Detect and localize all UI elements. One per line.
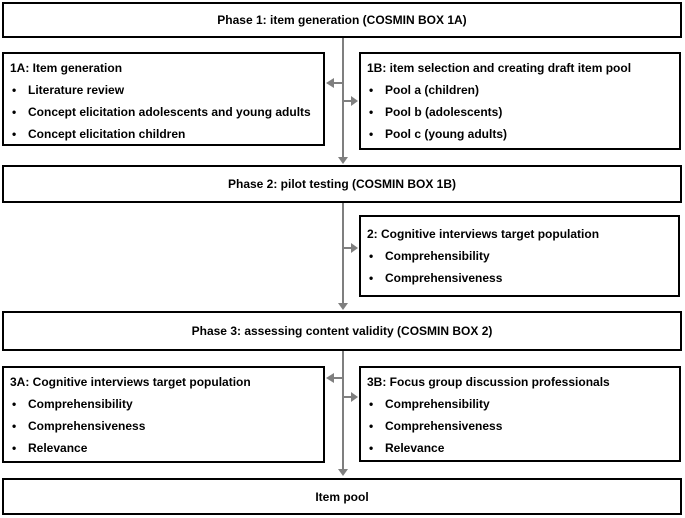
arrow-into-box-3a — [326, 373, 343, 383]
bullet-text: Relevance — [385, 441, 445, 455]
box-1a-title: 1A: Item generation — [10, 61, 123, 75]
list-item: • Comprehensibility — [367, 249, 670, 264]
bullet-text: Comprehensibility — [385, 249, 490, 263]
bullet-icon: • — [12, 441, 17, 455]
phase2-label: Phase 2: pilot testing (COSMIN BOX 1B) — [227, 177, 457, 191]
bullet-text: Pool c (young adults) — [385, 127, 507, 141]
bullet-icon: • — [12, 397, 17, 411]
bullet-icon: • — [12, 83, 17, 97]
list-item: • Pool b (adolescents) — [367, 105, 671, 120]
bullet-icon: • — [369, 419, 374, 433]
bullet-icon: • — [369, 83, 374, 97]
bullet-text: Concept elicitation adolescents and youn… — [28, 105, 311, 119]
bullet-text: Comprehensiveness — [385, 271, 503, 285]
phase1-label: Phase 1: item generation (COSMIN BOX 1A) — [217, 13, 467, 27]
bullet-icon: • — [12, 419, 17, 433]
list-item: • Relevance — [10, 441, 315, 456]
list-item: • Comprehensibility — [367, 397, 671, 412]
list-item: • Comprehensiveness — [367, 419, 671, 434]
list-item: • Pool a (children) — [367, 83, 671, 98]
bullet-text: Concept elicitation children — [28, 127, 186, 141]
item-pool-label: Item pool — [315, 489, 369, 504]
arrow-phase1-to-phase2 — [338, 38, 348, 164]
bullet-text: Relevance — [28, 441, 88, 455]
list-item: • Literature review — [10, 83, 315, 98]
box-3b: 3B: Focus group discussion professionals… — [359, 366, 681, 462]
box-2: 2: Cognitive interviews target populatio… — [359, 215, 680, 297]
bullet-text: Literature review — [28, 83, 125, 97]
arrow-into-box-1b — [343, 96, 358, 106]
arrow-into-box-3b — [343, 392, 358, 402]
box-3b-title: 3B: Focus group discussion professionals — [367, 375, 610, 389]
arrow-phase2-to-phase3 — [338, 203, 348, 310]
list-item: • Concept elicitation children — [10, 127, 315, 142]
bullet-icon: • — [369, 105, 374, 119]
bullet-text: Comprehensiveness — [385, 419, 503, 433]
box-1a: 1A: Item generation • Literature review … — [2, 52, 325, 146]
list-item: • Comprehensiveness — [367, 271, 670, 286]
bullet-icon: • — [369, 397, 374, 411]
box-3a-title: 3A: Cognitive interviews target populati… — [10, 375, 251, 389]
bullet-icon: • — [369, 441, 374, 455]
bullet-icon: • — [369, 249, 374, 263]
phase2-bar: Phase 2: pilot testing (COSMIN BOX 1B) — [2, 165, 682, 203]
list-item: • Relevance — [367, 441, 671, 456]
bullet-icon: • — [369, 127, 374, 141]
arrow-into-box-2 — [343, 243, 358, 253]
bullet-text: Comprehensibility — [385, 397, 490, 411]
list-item: • Pool c (young adults) — [367, 127, 671, 142]
item-pool-bar: Item pool — [2, 478, 682, 515]
bullet-icon: • — [12, 127, 17, 141]
bullet-text: Comprehensiveness — [28, 419, 146, 433]
bullet-text: Pool b (adolescents) — [385, 105, 503, 119]
list-item: • Concept elicitation adolescents and yo… — [10, 105, 315, 120]
bullet-text: Pool a (children) — [385, 83, 480, 97]
phase3-bar: Phase 3: assessing content validity (COS… — [2, 311, 682, 351]
list-item: • Comprehensiveness — [10, 419, 315, 434]
bullet-icon: • — [12, 105, 17, 119]
box-3a: 3A: Cognitive interviews target populati… — [2, 366, 325, 463]
phase3-label: Phase 3: assessing content validity (COS… — [191, 324, 493, 338]
box-1b-title: 1B: item selection and creating draft it… — [367, 61, 632, 75]
bullet-icon: • — [369, 271, 374, 285]
arrow-into-box-1a — [326, 78, 343, 88]
list-item: • Comprehensibility — [10, 397, 315, 412]
box-2-title: 2: Cognitive interviews target populatio… — [367, 227, 600, 241]
arrow-phase3-to-item-pool — [338, 351, 348, 476]
bullet-text: Comprehensibility — [28, 397, 133, 411]
phase1-bar: Phase 1: item generation (COSMIN BOX 1A) — [2, 2, 682, 38]
box-1b: 1B: item selection and creating draft it… — [359, 52, 681, 150]
